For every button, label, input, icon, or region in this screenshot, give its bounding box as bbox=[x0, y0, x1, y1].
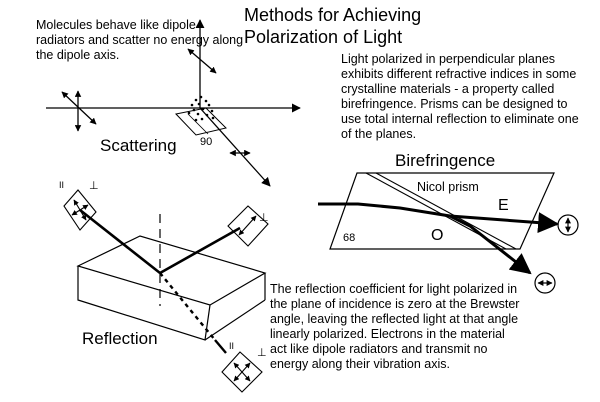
scattering-label: Scattering bbox=[100, 136, 177, 155]
scattering-diagram bbox=[46, 19, 301, 187]
e-ray-label: E bbox=[498, 197, 509, 214]
prism-interface-line-2 bbox=[375, 172, 517, 250]
prism-angle-label: 68 bbox=[343, 232, 356, 244]
scattered-diagonal-line bbox=[199, 107, 271, 187]
reflected-ray bbox=[159, 226, 241, 275]
scattering-angle-label: 90 bbox=[200, 136, 213, 148]
scattering-molecules bbox=[187, 95, 215, 122]
polarization-arrow-left-diagonal bbox=[61, 91, 97, 125]
birefringence-note: Light polarized in perpendicular planes … bbox=[341, 52, 579, 141]
polarization-arrow-up bbox=[187, 48, 217, 74]
nicol-prism-outline bbox=[329, 172, 555, 250]
e-ray-polarization-symbol bbox=[557, 214, 579, 236]
incoming-beam bbox=[318, 202, 451, 218]
transmitted-polarization-square bbox=[221, 351, 263, 393]
refracted-ray bbox=[159, 272, 216, 341]
incident-ray bbox=[79, 208, 161, 275]
parallel-symbol-top: II bbox=[59, 180, 65, 190]
perp-symbol-reflected: ⊥ bbox=[259, 212, 269, 224]
title-line-2: Polarization of Light bbox=[244, 27, 403, 47]
material-block-top bbox=[76, 235, 267, 306]
diagram-title: Methods for Achieving Polarization of Li… bbox=[244, 4, 421, 48]
reflection-label: Reflection bbox=[82, 329, 158, 348]
reflection-note: The reflection coefficient for light pol… bbox=[270, 282, 520, 371]
birefringence-diagram bbox=[318, 172, 560, 275]
transmitted-ray-exit bbox=[214, 339, 227, 354]
e-ray bbox=[449, 212, 560, 234]
material-block-front bbox=[77, 266, 211, 341]
incident-polarization-square bbox=[63, 189, 97, 231]
reflection-diagram bbox=[76, 208, 267, 354]
birefringence-label: Birefringence bbox=[395, 151, 496, 170]
nicol-prism-label: Nicol prism bbox=[417, 180, 479, 194]
o-ray-polarization-symbol bbox=[534, 272, 556, 294]
perp-symbol-top: ⊥ bbox=[89, 180, 99, 192]
reflected-polarization-square bbox=[227, 205, 269, 247]
o-ray bbox=[449, 214, 532, 275]
perp-symbol-bottom: ⊥ bbox=[257, 347, 267, 359]
material-block-bottom-right bbox=[204, 299, 266, 341]
o-ray-label: O bbox=[431, 227, 444, 244]
title-line-1: Methods for Achieving bbox=[244, 5, 422, 25]
plane-hatch bbox=[187, 113, 209, 135]
parallel-symbol-bottom: II bbox=[229, 341, 235, 351]
scattering-plane bbox=[175, 107, 227, 136]
scattering-note: Molecules behave like dipole radiators a… bbox=[36, 18, 244, 62]
